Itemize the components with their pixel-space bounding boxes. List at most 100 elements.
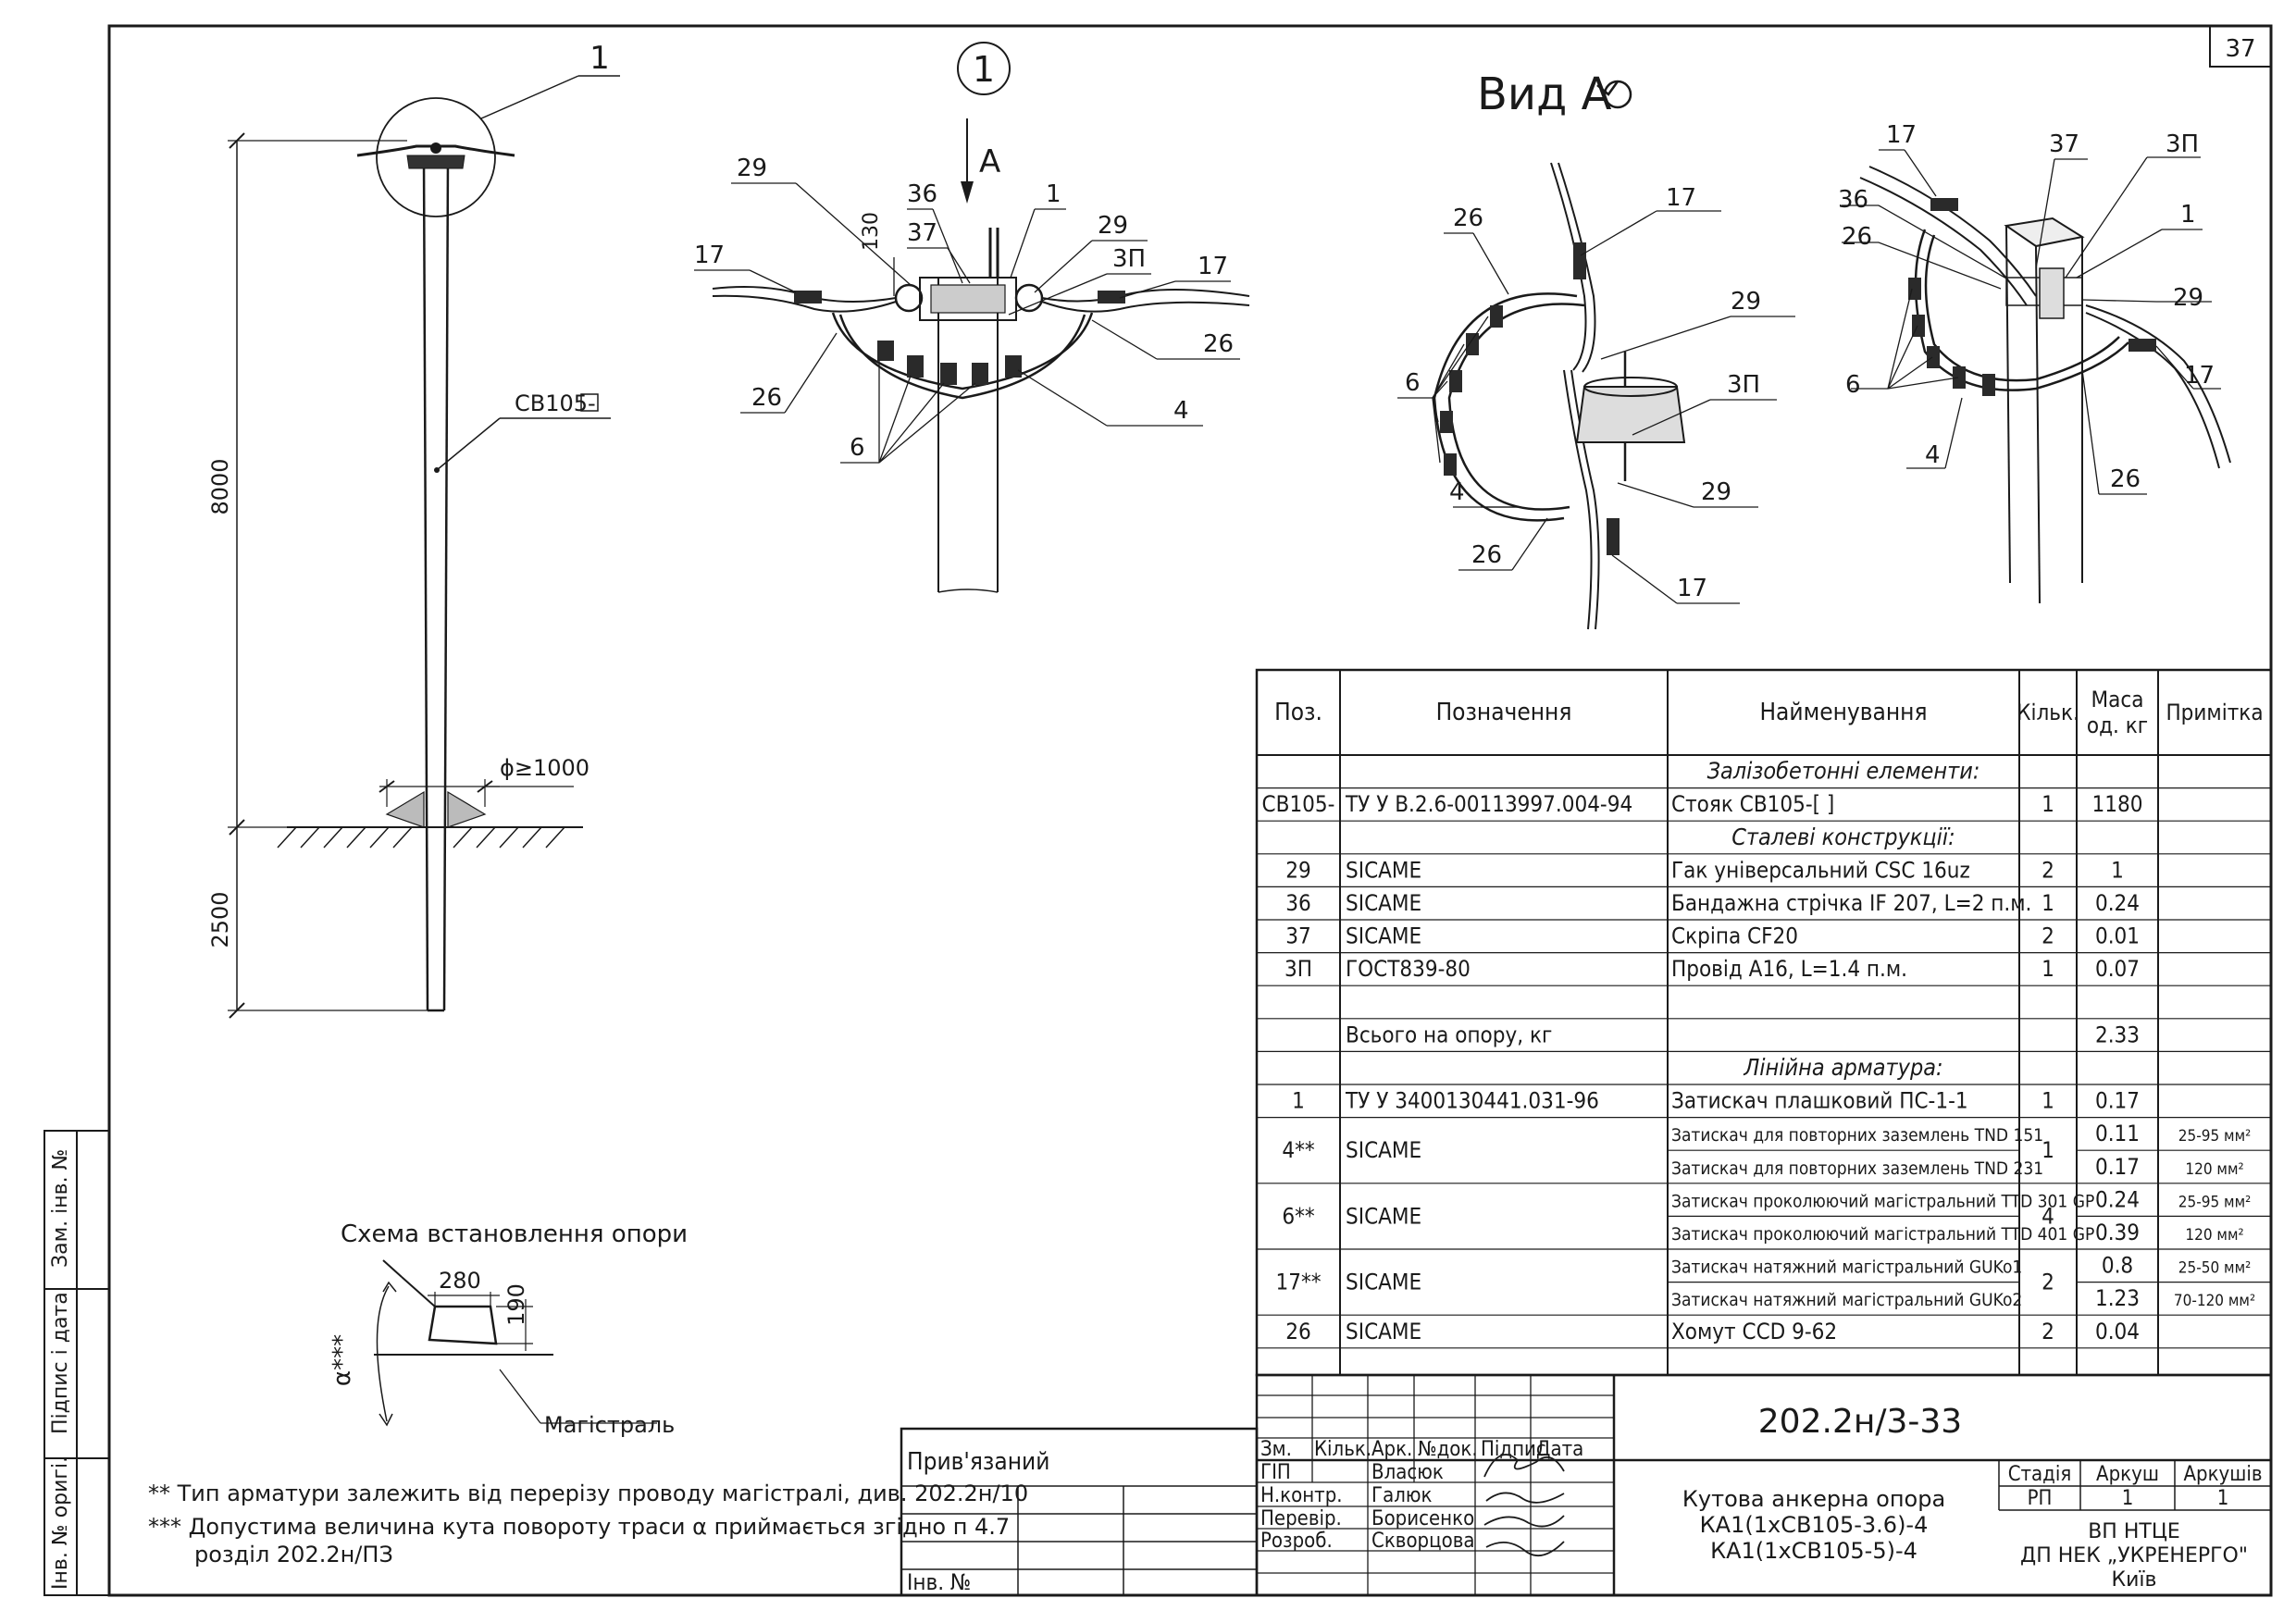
table-group-1-item-0-note: 25-95 мм² (2178, 1193, 2252, 1211)
table-group-2-qty: 2 (2042, 1270, 2054, 1295)
table-section-9: Лінійна арматура: (1743, 1054, 1942, 1081)
pole-elevation: 1 СВ105- ϕ≥1000 (207, 40, 620, 1019)
tb-sheet-header: Аркуш (2096, 1463, 2159, 1486)
table-group-1-item-0-name: Затискач проколюючий магістральний TTD 3… (1671, 1191, 2094, 1211)
table-row-3-name: Гак універсальний CSC 16uz (1671, 857, 1970, 883)
table-group-2-item-1-name: Затискач натяжний магістральний GUKo2 (1671, 1290, 2022, 1310)
table-row-10-mass: 0.17 (2095, 1088, 2140, 1114)
th-qty: Кільк. (2017, 700, 2079, 725)
view-a-left: 17 26 6 4 26 29 3П 29 17 (1397, 162, 1795, 630)
table-group-1-item-1-name: Затискач проколюючий магістральний TTD 4… (1671, 1224, 2094, 1245)
note-2b: розділ 202.2н/ПЗ (194, 1542, 393, 1567)
view1-callout-17-top: 17 (1666, 184, 1696, 212)
tb-col-ark: Арк. (1371, 1438, 1412, 1461)
schema-title: Схема встановлення опори (341, 1220, 688, 1248)
callout-29-a: 29 (737, 155, 767, 182)
table-row-4-mass: 0.24 (2095, 890, 2140, 916)
table-row-1-designation: ТУ У В.2.6-00113997.004-94 (1345, 791, 1632, 817)
table-row-6-mass: 0.07 (2095, 956, 2140, 982)
notes: ** Тип арматури залежить від перерізу пр… (148, 1481, 1028, 1567)
table-group-1-item-0-mass: 0.24 (2095, 1186, 2140, 1212)
th-designation: Позначення (1436, 699, 1572, 726)
callout-17-left: 17 (694, 242, 725, 269)
table-row-3-qty: 2 (2042, 857, 2054, 883)
table-row-3-pos: 29 (1285, 857, 1310, 883)
tb-title-line-2: КА1(1хСВ105-3.6)-4 (1700, 1512, 1929, 1538)
table-last-name: Хомут CCD 9-62 (1671, 1319, 1837, 1344)
tb-sheets: 1 (2217, 1487, 2229, 1510)
tb-role-perevir: Перевір. (1260, 1507, 1342, 1530)
sheet-frame: 37 (107, 24, 2273, 1597)
view2-callout-29: 29 (2173, 284, 2203, 312)
table-row-1-pos: СВ105- (1262, 791, 1335, 817)
table-row-3-designation: SICAME (1346, 857, 1421, 883)
table-group-2-pos: 17** (1275, 1270, 1321, 1295)
callout-36: 36 (907, 180, 937, 208)
tb-doc-code: 202.2н/3-33 (1758, 1403, 1962, 1441)
table-group-0-item-0-note: 25-95 мм² (2178, 1127, 2252, 1146)
table-last-designation: SICAME (1346, 1319, 1421, 1344)
th-note: Примітка (2166, 700, 2263, 725)
table-group-0-item-1-mass: 0.17 (2095, 1154, 2140, 1180)
view2-callout-3p: 3П (2166, 130, 2199, 158)
table-row-4-name: Бандажна стрічка IF 207, L=2 п.м. (1671, 890, 2031, 916)
arrow-a-label: А (979, 143, 1000, 180)
dim-2500: 2500 (207, 891, 233, 948)
sheet-number: 37 (2225, 35, 2255, 63)
table-group-1-item-1-mass: 0.39 (2095, 1220, 2140, 1245)
table-group-0-pos: 4** (1282, 1137, 1315, 1163)
schema-magistral: Магістраль (544, 1412, 675, 1438)
title-block: Прив'язаний Інв. № Зм. Кільк. Арк. №док.… (900, 1373, 2273, 1597)
view1-callout-29-top: 29 (1731, 288, 1761, 316)
th-mass-2: од. кг (2087, 712, 2148, 738)
view2-callout-6: 6 (1845, 371, 1861, 399)
view2-callout-1: 1 (2180, 201, 2196, 229)
table-last-qty: 2 (2042, 1319, 2054, 1344)
table-group-2-designation: SICAME (1346, 1270, 1421, 1295)
table-group-1-designation: SICAME (1346, 1203, 1421, 1229)
dim-8000: 8000 (207, 458, 233, 514)
table-group-2-item-0-name: Затискач натяжний магістральний GUKo1 (1671, 1258, 2022, 1278)
detail-1-number: 1 (973, 49, 995, 90)
tb-name-perevir: Борисенко (1371, 1507, 1474, 1530)
callout-17-right: 17 (1198, 253, 1228, 280)
tb-stage: РП (2028, 1487, 2053, 1510)
tb-col-dok: №док. (1418, 1438, 1478, 1461)
table-row-1-name: Стояк СВ105-[ ] (1671, 791, 1834, 817)
dim-diameter: ϕ≥1000 (500, 755, 590, 781)
table-section-2: Сталеві конструкції: (1731, 824, 1955, 850)
side-stamp: Зам. інв. № Підпис і дата Інв. № оригі. (43, 1130, 110, 1596)
note-2a: *** Допустима величина кута повороту тра… (148, 1514, 1010, 1540)
callout-4: 4 (1173, 397, 1189, 425)
table-row-10-name: Затискач плашковий ПС-1-1 (1671, 1088, 1968, 1114)
schema-alpha: α*** (329, 1334, 356, 1386)
table-row-4-designation: SICAME (1346, 890, 1421, 916)
table-row-6-designation: ГОСТ839-80 (1346, 956, 1471, 982)
table-group-1-qty: 4 (2042, 1203, 2054, 1229)
view1-callout-26-bottom: 26 (1471, 541, 1502, 569)
table-row-5-mass: 0.01 (2095, 923, 2140, 949)
table-group-0-qty: 1 (2042, 1137, 2054, 1163)
table-row-10-pos: 1 (1292, 1088, 1305, 1114)
table-row-5-pos: 37 (1285, 923, 1310, 949)
table-last-mass: 0.04 (2095, 1319, 2140, 1344)
side-label-zam: Зам. інв. № (49, 1149, 72, 1269)
tb-role-nkontr: Н.контр. (1260, 1484, 1343, 1507)
view-a-title: Вид А (1477, 68, 1632, 120)
view1-callout-29-bottom: 29 (1701, 478, 1731, 506)
detail-callout-1: 1 (590, 40, 610, 77)
tb-stage-header: Стадія (2008, 1463, 2072, 1486)
tb-sheet: 1 (2122, 1487, 2134, 1510)
table-row-8-designation: Всього на опору, кг (1346, 1022, 1552, 1047)
tb-title-line-3: КА1(1хСВ105-5)-4 (1710, 1538, 1917, 1564)
table-group-2-item-1-note: 70-120 мм² (2174, 1292, 2255, 1310)
table-row-8-mass: 2.33 (2095, 1022, 2140, 1047)
signatures (1483, 1454, 1565, 1557)
table-row-4-qty: 1 (2042, 890, 2054, 916)
table-group-0-designation: SICAME (1346, 1137, 1421, 1163)
callout-29-b: 29 (1098, 212, 1128, 240)
view-a-title-text: Вид А (1477, 68, 1612, 120)
tb-sheets-header: Аркушів (2183, 1463, 2262, 1486)
table-row-10-qty: 1 (2042, 1088, 2054, 1114)
